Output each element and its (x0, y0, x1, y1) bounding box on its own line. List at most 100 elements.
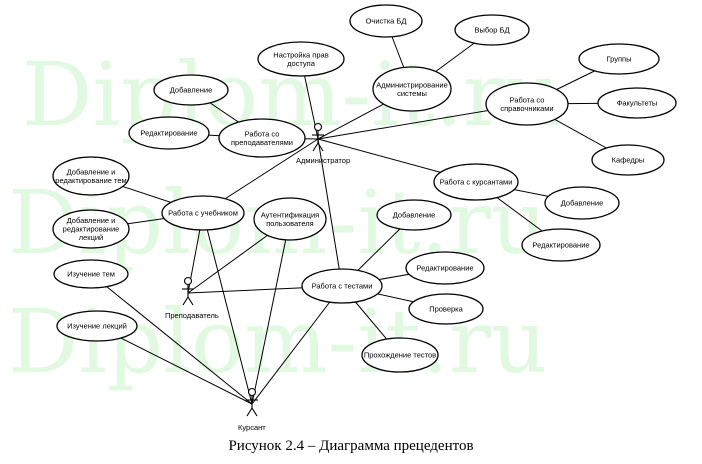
use-case-ellipse (301, 268, 383, 304)
use-case-ellipse (53, 259, 129, 289)
actor-head (247, 387, 257, 397)
use-case-ellipse (349, 4, 423, 38)
actor-leg (187, 296, 194, 306)
use-case-diagram: Diplom-it.ru Diplom-it.ru Diplom-it.ru О… (8, 4, 677, 432)
use-case-label: редактирование тем (55, 176, 126, 185)
use-case-add-teacher: Добавление (153, 74, 229, 106)
actor-leg (251, 407, 258, 417)
use-case-label: Факультеты (617, 99, 658, 108)
use-case-ellipse (485, 82, 569, 126)
use-case-label: системы (397, 89, 427, 98)
actor-head (183, 276, 193, 286)
actor-leg (182, 296, 189, 306)
use-case-ellipse (52, 156, 130, 196)
use-case-edit-test: Редактирование (405, 251, 485, 285)
use-case-ellipse (591, 144, 665, 176)
association-line (251, 285, 343, 405)
use-case-ellipse (257, 41, 345, 77)
association-line (251, 218, 291, 405)
figure-caption: Рисунок 2.4 – Диаграмма прецедентов (228, 438, 474, 454)
use-case-add-test: Добавление (376, 199, 452, 231)
use-case-ellipse (153, 74, 229, 106)
actor-label: Курсант (238, 423, 266, 432)
use-case-label: Добавление и (67, 167, 116, 176)
use-case-label: Работа со (510, 95, 545, 104)
use-case-select-db: Выбор БД (454, 14, 530, 46)
use-case-study-lectures: Изучение лекций (56, 310, 138, 342)
use-case-edit-teacher: Редактирование (128, 116, 210, 150)
actor-head (313, 122, 323, 132)
actor-cadet: Курсант (238, 387, 266, 432)
use-case-ellipse (597, 87, 677, 119)
use-case-ellipse (161, 195, 245, 231)
use-cases: Очистка БД Выбор БД Настройка правдоступаА… (52, 4, 677, 373)
use-case-groups: Группы (578, 43, 660, 75)
use-case-ellipse (544, 186, 620, 220)
use-case-tests-work: Работа с тестами (301, 268, 383, 304)
use-case-textbook-work: Работа с учебником (161, 195, 245, 231)
use-case-label: Группы (607, 55, 632, 64)
use-case-label: пользователя (266, 219, 314, 228)
use-case-label: Администрирование (376, 80, 448, 89)
actor-leg (246, 407, 253, 417)
use-case-label: Добавление (561, 199, 604, 208)
actor-leg (312, 142, 319, 152)
use-case-ellipse (405, 251, 485, 285)
use-case-ellipse (454, 14, 530, 46)
use-case-pass-tests: Прохождение тестов (361, 337, 439, 373)
use-case-label: доступа (287, 59, 316, 68)
use-case-label: Изучение лекций (67, 322, 127, 331)
use-case-ellipse (218, 118, 306, 158)
use-case-label: лекций (79, 233, 104, 242)
use-case-ellipse (433, 163, 519, 201)
use-case-ellipse (578, 43, 660, 75)
association-line (202, 212, 253, 405)
use-case-label: редактирование (63, 225, 120, 234)
use-case-label: Проверка (429, 305, 463, 314)
use-case-ellipse (361, 337, 439, 373)
use-case-ellipse (376, 199, 452, 231)
use-case-ellipse (408, 293, 484, 325)
use-case-check-test: Проверка (408, 293, 484, 325)
use-case-label: Кафедры (612, 156, 645, 165)
actor-label: Администратор (296, 156, 350, 165)
use-case-cleanup-db: Очистка БД (349, 4, 423, 38)
use-case-label: Настройка прав (273, 50, 328, 59)
use-case-cadets-work: Работа с курсантами (433, 163, 519, 201)
use-case-ellipse (128, 116, 210, 150)
actor-label: Преподаватель (165, 311, 219, 320)
use-case-faculties: Факультеты (597, 87, 677, 119)
use-case-label: Добавление и (67, 216, 116, 225)
use-case-ellipse (521, 228, 601, 262)
use-case-label: Редактирование (140, 129, 197, 138)
use-case-label: преподавателями (231, 138, 293, 147)
actor-admin: Администратор (296, 122, 350, 165)
use-case-add-cadet: Добавление (544, 186, 620, 220)
use-case-departments: Кафедры (591, 144, 665, 176)
use-case-ellipse (56, 310, 138, 342)
association-line (317, 138, 343, 287)
actor-leg (317, 142, 324, 152)
association-line (96, 325, 253, 405)
use-case-label: Редактирование (532, 241, 589, 250)
use-case-label: Редактирование (416, 264, 473, 273)
use-case-ellipse (253, 197, 327, 241)
use-case-label: Добавление (170, 86, 213, 95)
use-case-ellipse (52, 209, 130, 249)
use-case-edit-cadet: Редактирование (521, 228, 601, 262)
association-line (90, 273, 253, 405)
use-case-label: Добавление (393, 211, 436, 220)
use-case-study-topics: Изучение тем (53, 259, 129, 289)
use-case-label: Аутентификация (261, 210, 319, 219)
use-case-label: Работа с тестами (312, 282, 373, 291)
use-case-label: Выбор БД (474, 26, 509, 35)
use-case-label: Изучение тем (67, 270, 115, 279)
use-case-label: Работа со (245, 129, 280, 138)
use-case-ellipse (372, 66, 452, 112)
